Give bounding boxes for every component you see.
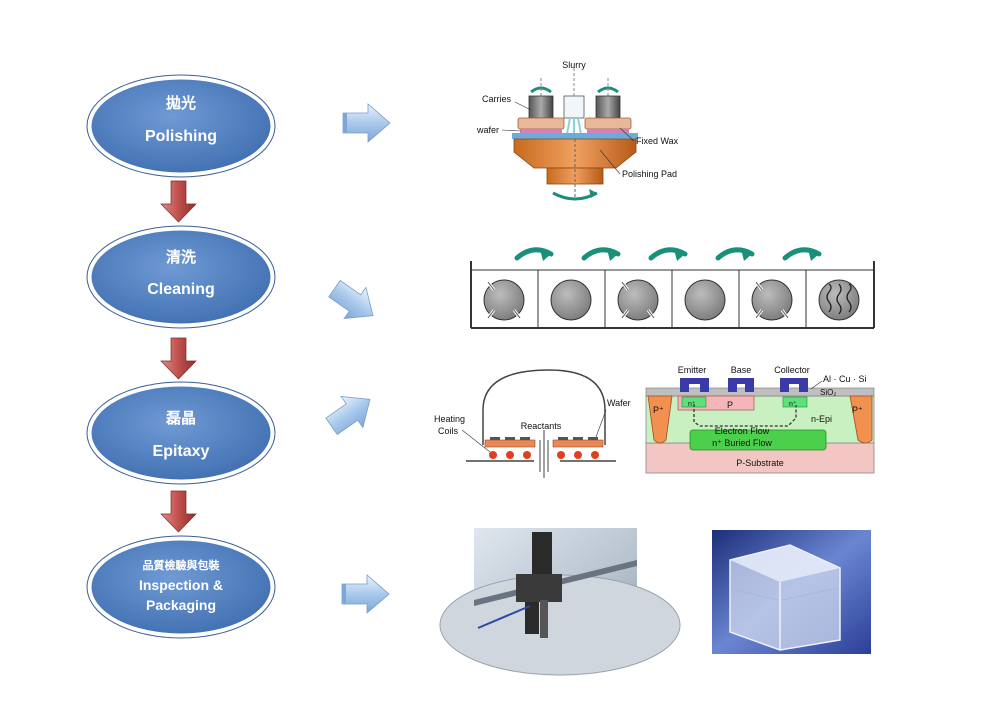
n-plus-collector-label: n⁺ <box>789 400 797 408</box>
stage-title-en-line2: Packaging <box>146 597 216 613</box>
fixed-wax-label: Fixed Wax <box>636 136 679 146</box>
stage-title-en: Epitaxy <box>153 443 210 460</box>
transistor-cross-section: Emitter Base Collector Al · Cu · Si SiO₂… <box>645 365 875 474</box>
epitaxy-reactor-diagram: Heating Coils Reactants Wafer <box>434 369 631 478</box>
substrate-label: P-Substrate <box>736 458 784 468</box>
down-arrow-3 <box>160 490 197 533</box>
reactants-label: Reactants <box>521 421 562 431</box>
base-label: Base <box>731 365 752 375</box>
p-plus-right-label: P⁺ <box>852 405 863 415</box>
right-arrow-polishing <box>342 103 391 143</box>
p-region-label: P <box>727 400 733 410</box>
stage-title-en: Inspection & <box>139 577 223 593</box>
coils-label: Coils <box>438 426 459 436</box>
sio2-label: SiO₂ <box>820 388 836 397</box>
polishing-pad-label: Polishing Pad <box>622 169 677 179</box>
heating-label: Heating <box>434 414 465 424</box>
stage-title-en: Cleaning <box>147 281 215 298</box>
right-arrow-cleaning <box>328 279 374 320</box>
stage-inspection-packaging: 品質檢驗與包裝 Inspection & Packaging <box>86 535 276 639</box>
carries-label: Carries <box>482 94 512 104</box>
down-arrow-2 <box>160 337 197 380</box>
polishing-diagram: Slurry Carries wafer Fixed Wax Polishing… <box>476 60 679 201</box>
stage-title-cjk: 拋光 <box>166 94 196 112</box>
stage-title-cjk: 品質檢驗與包裝 <box>143 558 221 572</box>
metals-label: Al · Cu · Si <box>823 374 867 384</box>
reactor-wafer-label: Wafer <box>607 398 631 408</box>
emitter-label: Emitter <box>678 365 707 375</box>
buried-layer-label: n⁺ Buried Flow <box>712 438 772 448</box>
p-plus-left-label: P⁺ <box>653 405 664 415</box>
right-arrow-epitaxy <box>325 395 371 436</box>
right-arrow-inspection <box>341 574 390 614</box>
electron-flow-label: Electron Flow <box>715 426 770 436</box>
n-epi-label: n-Epi <box>811 414 832 424</box>
packaging-photo <box>712 530 871 654</box>
n-plus-emitter-label: n⁺ <box>688 400 696 408</box>
inspection-photo <box>439 528 681 676</box>
stage-cleaning: 清洗 Cleaning <box>86 225 276 329</box>
wafer-label: wafer <box>476 125 499 135</box>
stage-epitaxy: 磊晶 Epitaxy <box>86 381 276 485</box>
slurry-label: Slurry <box>562 60 586 70</box>
stage-polishing: 拋光 Polishing <box>86 74 276 178</box>
stage-title-cjk: 清洗 <box>166 248 196 266</box>
down-arrow-1 <box>160 180 197 223</box>
collector-label: Collector <box>774 365 810 375</box>
stage-title-cjk: 磊晶 <box>165 409 196 427</box>
cleaning-diagram <box>470 247 875 329</box>
stage-title-en: Polishing <box>145 128 217 145</box>
